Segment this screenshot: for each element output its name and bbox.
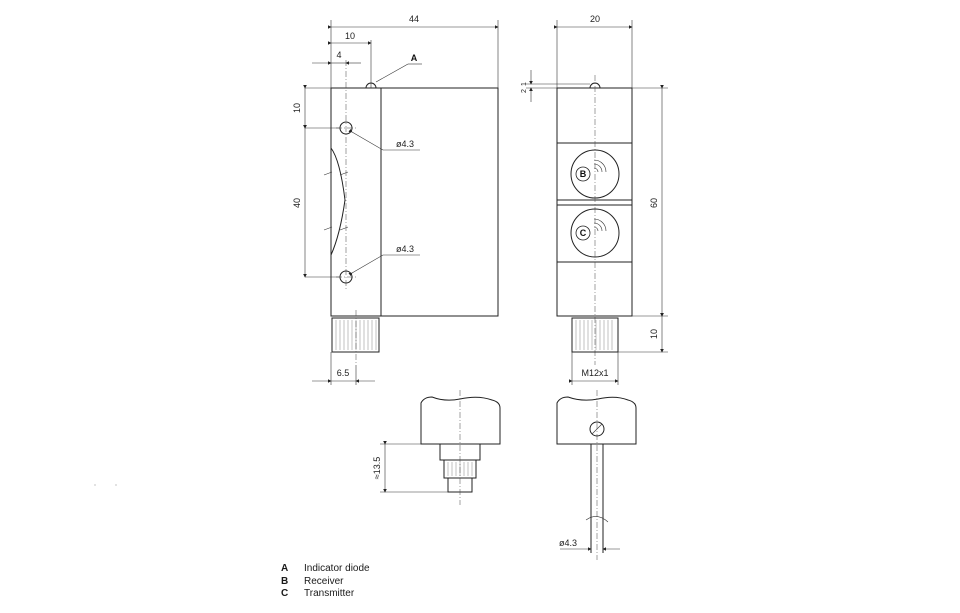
dim-offset-4: 4: [336, 50, 341, 60]
dim-offset-2: 2: [521, 89, 528, 93]
dim-hole-dia-bottom: ø4.3: [396, 244, 414, 254]
dim-height-60: 60: [649, 198, 659, 208]
dim-depth-20: 20: [590, 14, 600, 24]
front-view-body: [556, 87, 633, 317]
legend-text: Transmitter: [304, 588, 355, 599]
dim-width-44: 44: [409, 14, 419, 24]
legend-row: A Indicator diode: [281, 563, 370, 576]
cable-variant-view: ø4.3: [556, 390, 637, 560]
dim-approx-13-5: ≈13.5: [372, 457, 382, 479]
dim-cable-dia: ø4.3: [559, 538, 577, 548]
side-view: 44 10 4 A 10 40 ø4.3 ø4.3 6.5: [292, 14, 499, 385]
dim-offset-10: 10: [345, 31, 355, 41]
dim-connector-10: 10: [649, 329, 659, 339]
legend-key: C: [281, 588, 289, 599]
marker-a: A: [411, 53, 418, 63]
dim-hole-spacing-10: 10: [292, 103, 302, 113]
connector-variant-view: ≈13.5: [372, 390, 501, 505]
front-connector: [571, 317, 619, 353]
legend: A Indicator diode B Receiver C Transmitt…: [281, 563, 370, 601]
transmitter-lens: [570, 208, 620, 258]
label-receiver: B: [580, 169, 587, 179]
label-transmitter: C: [580, 228, 587, 238]
legend-key: B: [281, 575, 289, 587]
legend-key: A: [281, 563, 289, 574]
dim-hole-spacing-40: 40: [292, 198, 302, 208]
front-view: B C 20 1 2 60 10 M12x1: [521, 14, 668, 385]
legend-row: C Transmitter: [281, 588, 370, 601]
legend-text: Receiver: [304, 575, 344, 587]
receiver-lens: [570, 149, 620, 199]
dim-thread: M12x1: [581, 368, 608, 378]
dim-hole-dia-top: ø4.3: [396, 139, 414, 149]
legend-row: B Receiver: [281, 576, 370, 589]
legend-text: Indicator diode: [304, 563, 370, 574]
dim-offset-1: 1: [521, 82, 528, 86]
dim-offset-6-5: 6.5: [337, 368, 350, 378]
side-view-body: [330, 87, 499, 317]
side-connector: [331, 317, 380, 353]
